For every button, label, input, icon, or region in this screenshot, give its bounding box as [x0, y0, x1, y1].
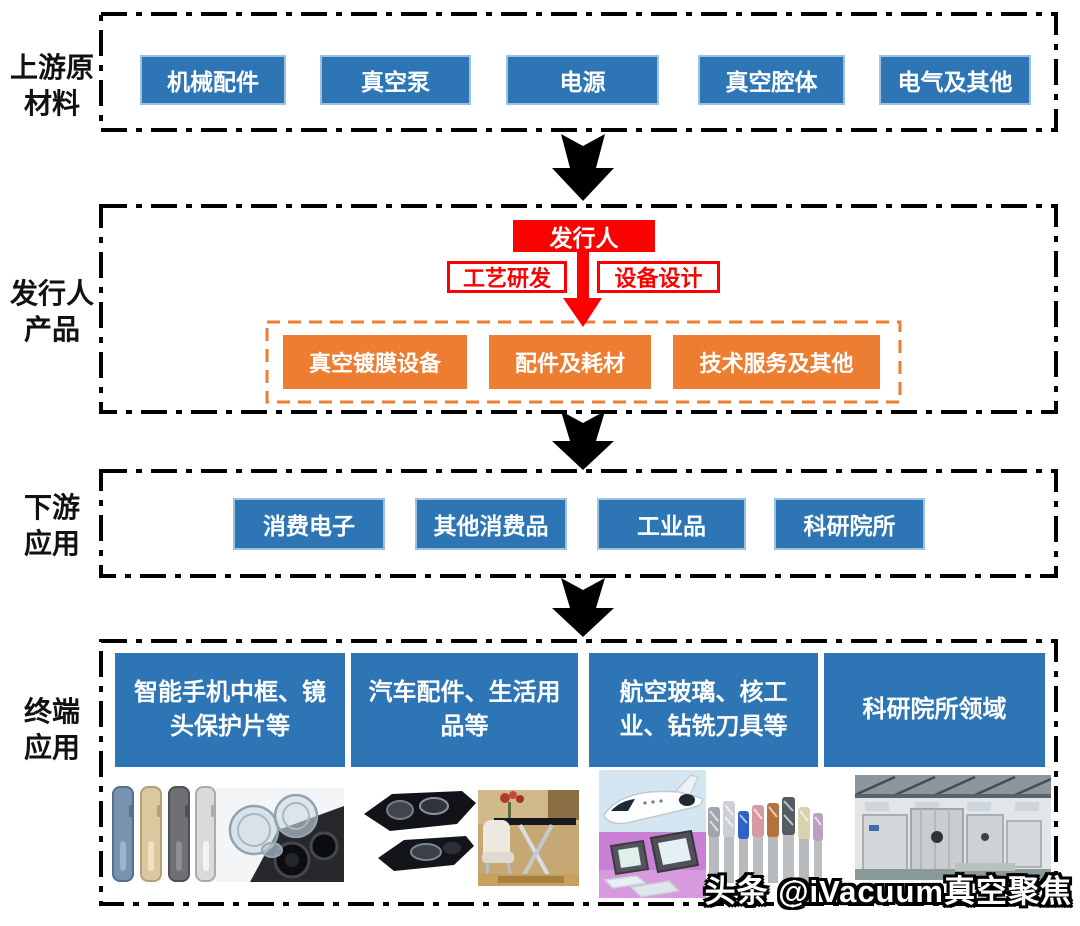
end-mill-bits: [708, 797, 823, 883]
downstream-item-consumer-electronics: 消费电子: [233, 498, 385, 550]
product-tech-services: 技术服务及其他: [673, 335, 880, 389]
issuer-arrow-head-icon: [563, 298, 602, 327]
upstream-item-electrical-other: 电气及其他: [879, 55, 1031, 105]
issuer-section-label: 发行人 产品: [9, 278, 94, 345]
product-parts-consumables: 配件及耗材: [489, 335, 651, 389]
down-arrow-icon: [552, 411, 614, 470]
upstream-item-mechanical-parts: 机械配件: [140, 55, 286, 105]
issuer-box: 发行人: [513, 220, 655, 252]
downstream-section-label: 下游 应用: [23, 492, 80, 559]
downstream-item-industrial-goods: 工业品: [597, 498, 746, 550]
upstream-item-vacuum-pump: 真空泵: [320, 55, 471, 105]
phone-side-profiles: [112, 786, 216, 882]
downstream-item-research-institutes: 科研院所: [774, 498, 925, 550]
downstream-section-border: [99, 469, 1058, 578]
issuer-section-border: [99, 204, 1058, 414]
downstream-item-other-consumer-goods: 其他消费品: [415, 498, 567, 550]
product-coating-equipment: 真空镀膜设备: [283, 335, 467, 389]
issuer-arrow-body: [577, 250, 589, 302]
upstream-section-label: 上游原 材料: [9, 52, 94, 119]
aviation-glass-image: [599, 770, 706, 898]
terminal-section-label: 终端 应用: [23, 696, 80, 763]
terminal-item-auto-parts: 汽车配件、生活用 品等: [351, 653, 578, 767]
drill-milling-bits-image: [706, 795, 824, 883]
terminal-item-aviation-glass: 航空玻璃、核工 业、钻铣刀具等: [589, 653, 818, 767]
camera-lens-covers-image: [216, 788, 344, 882]
process-rd-box: 工艺研发: [447, 261, 567, 293]
terminal-item-smartphone-frames: 智能手机中框、镜 头保护片等: [115, 653, 345, 767]
terminal-item-research-field: 科研院所领域: [824, 653, 1045, 767]
watermark-text: 头条 @iVacuum真空聚焦: [704, 874, 1072, 909]
equipment-design-box: 设备设计: [597, 261, 720, 293]
down-arrow-icon: [552, 578, 614, 637]
furniture-image: [478, 790, 579, 886]
coating-equipment-image: [855, 775, 1051, 880]
upstream-section-border: [99, 12, 1058, 132]
upstream-item-power-supply: 电源: [506, 55, 659, 105]
upstream-item-vacuum-chamber: 真空腔体: [698, 55, 845, 105]
down-arrow-icon: [552, 134, 614, 201]
car-headlights-image: [362, 788, 478, 880]
terminal-section-border: [99, 639, 1058, 906]
smartphone-frames-image: [108, 783, 216, 885]
